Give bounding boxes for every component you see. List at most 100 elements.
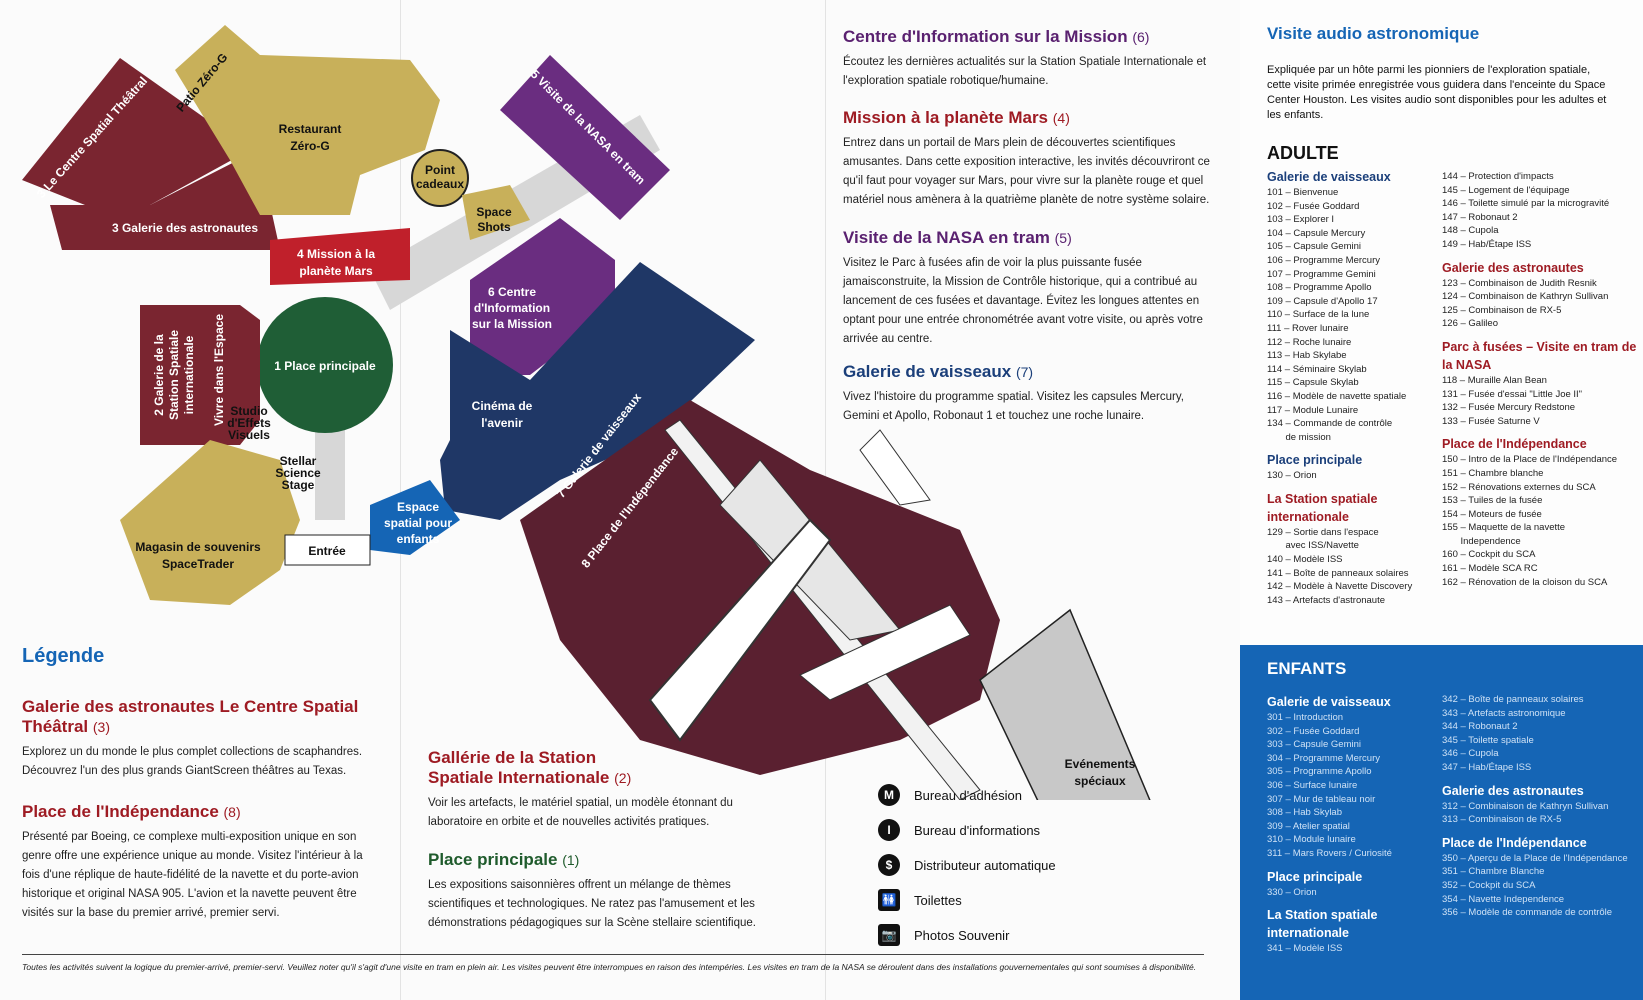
map-label-entree: Entrée [308, 544, 346, 558]
list-item: avec ISS/Navette [1267, 540, 1359, 552]
list-category: Galerie des astronautes [1442, 260, 1584, 275]
list-item: 140 – Modèle ISS [1267, 554, 1343, 566]
list-category: Galerie de vaisseaux [1267, 170, 1391, 184]
list-item: 344 – Robonaut 2 [1442, 721, 1518, 733]
list-item: 148 – Cupola [1442, 225, 1499, 237]
list-item: 130 – Orion [1267, 470, 1317, 482]
list-item: 330 – Orion [1267, 886, 1317, 898]
atm-icon: $ [878, 854, 900, 876]
map-label-evenements-2: spéciaux [1074, 774, 1126, 788]
map-label-studio-1: Studio [230, 404, 267, 418]
list-item: 341 – Modèle ISS [1267, 943, 1343, 955]
section-astronautes: Galerie des astronautes Le Centre Spatia… [22, 697, 372, 781]
map-label-espace-enfants-3: enfants [397, 532, 440, 546]
map-zone-galerie-astronautes [50, 150, 280, 250]
map-zone-theatre [22, 58, 250, 205]
map-label-place-principale: 1 Place principale [274, 359, 376, 373]
list-item: 145 – Logement de l'équipage [1442, 184, 1570, 196]
section-centre-info: Centre d'Information sur la Mission (6) … [843, 27, 1223, 91]
list-item: 342 – Boîte de panneaux solaires [1442, 694, 1584, 705]
legend-label: Bureau d'adhésion [914, 787, 1023, 803]
list-item: 113 – Hab Skylabe [1267, 350, 1347, 362]
section-number: (8) [223, 804, 241, 820]
map-label-stellar-1: Stellar [280, 454, 317, 468]
map-label-mars-1: 4 Mission à la [297, 247, 375, 261]
legend-title: Légende [22, 645, 105, 667]
map-zone-point-cadeaux [411, 149, 469, 207]
list-item: 350 – Aperçu de la Place de l'Indépendan… [1442, 852, 1628, 864]
map-label-spaceshots-2: Shots [477, 220, 511, 234]
section-text: Les expositions saisonnières offrent un … [428, 879, 756, 929]
map-zone-place-principale [257, 297, 393, 433]
map-zone-evenements [979, 608, 1151, 800]
section-independance: Place de l'Indépendance (8) Présenté par… [22, 802, 372, 923]
map-label-centre-info-2: d'Information [474, 301, 550, 315]
map-zone-galerie-vaisseaux [440, 262, 755, 520]
list-item: 118 – Muraille Alan Bean [1442, 374, 1547, 386]
list-item: 146 – Toilette simulé par la microgravit… [1442, 198, 1610, 210]
list-category: La Station spatiale internationale [1267, 491, 1378, 524]
list-category: Place de l'Indépendance [1442, 437, 1587, 452]
map-label-iss-3: internationale [182, 335, 196, 414]
section-iss: Gallérie de la Station Spatiale Internat… [428, 748, 768, 832]
map-label-mars-2: planète Mars [299, 264, 373, 278]
list-item: 116 – Modèle de navette spatiale [1267, 390, 1407, 402]
list-item: 356 – Modèle de commande de contrôle [1442, 907, 1613, 919]
list-item: 101 – Bienvenue [1267, 187, 1339, 198]
map-label-evenements-1: Evénements [1065, 757, 1136, 771]
list-category: Galerie de vaisseaux [1267, 695, 1391, 709]
list-item: 149 – Hab/Étape ISS [1442, 238, 1532, 250]
list-item: 131 – Fusée d'essai "Little Joe II" [1442, 388, 1583, 400]
map-zone-mars [270, 228, 410, 285]
list-item: 345 – Toilette spatiale [1442, 734, 1534, 746]
list-item: 153 – Tuiles de la fusée [1442, 495, 1543, 507]
section-vaisseaux: Galerie de vaisseaux (7) Vivez l'histoir… [843, 362, 1223, 426]
audio-title: Visite audio astronomique [1267, 24, 1480, 43]
map-label-espace-enfants-1: Espace [397, 500, 439, 514]
section-text: Entrez dans un portail de Mars plein de … [843, 137, 1210, 206]
map-zone-space-shots [462, 185, 530, 240]
section-title: Galerie de vaisseaux [843, 362, 1012, 381]
list-item: 152 – Rénovations externes du SCA [1442, 481, 1596, 493]
list-item: 309 – Atelier spatial [1267, 820, 1350, 832]
map-label-point-2: cadeaux [416, 177, 464, 191]
section-text: Voir les artefacts, le matériel spatial,… [428, 797, 733, 828]
list-item: 110 – Surface de la lune [1267, 309, 1370, 321]
adult-heading: ADULTE [1267, 143, 1339, 163]
map-label-spaceshots-1: Space [476, 205, 512, 219]
section-title: Mission à la planète Mars [843, 108, 1049, 127]
list-category: Parc à fusées – Visite en tram de la NAS… [1442, 339, 1637, 372]
list-item: 105 – Capsule Gemini [1267, 241, 1361, 253]
section-title: Spatiale Internationale [428, 768, 610, 787]
map-label-studio-2: d'Effets [227, 416, 271, 430]
footer-note: Toutes les activités suivent la logique … [22, 962, 1197, 972]
list-item: 346 – Cupola [1442, 748, 1499, 760]
map-label-magasin-1: Magasin de souvenirs [135, 540, 261, 554]
list-item: 126 – Galileo [1442, 318, 1498, 330]
list-item: 133 – Fusée Saturne V [1442, 415, 1540, 427]
section-tram: Visite de la NASA en tram (5) Visitez le… [843, 228, 1223, 349]
list-item: 304 – Programme Mercury [1267, 752, 1380, 764]
list-item: 343 – Artefacts astronomique [1442, 707, 1566, 719]
list-item: 155 – Maquette de la navette [1442, 522, 1566, 534]
list-item: 111 – Rover lunaire [1267, 322, 1349, 334]
list-category: Place de l'Indépendance [1442, 835, 1587, 850]
list-item: 117 – Module Lunaire [1267, 404, 1359, 416]
map-label-centre-info-1: 6 Centre [488, 285, 536, 299]
list-item: 160 – Cockpit du SCA [1442, 549, 1536, 561]
map-zone-magasin [120, 440, 300, 605]
map-label-restaurant-1: Restaurant [279, 122, 342, 136]
list-item: 154 – Moteurs de fusée [1442, 508, 1542, 520]
list-category: Place principale [1267, 869, 1363, 884]
list-item: 310 – Module lunaire [1267, 834, 1356, 846]
list-item: 125 – Combinaison de RX-5 [1442, 304, 1562, 316]
list-item: 347 – Hab/Étape ISS [1442, 761, 1532, 773]
map-label-studio-3: Visuels [228, 428, 270, 442]
map-zone-restaurant [175, 25, 440, 215]
list-item: 147 – Robonaut 2 [1442, 211, 1518, 223]
list-item: 151 – Chambre blanche [1442, 467, 1544, 479]
list-item: 104 – Capsule Mercury [1267, 227, 1366, 239]
